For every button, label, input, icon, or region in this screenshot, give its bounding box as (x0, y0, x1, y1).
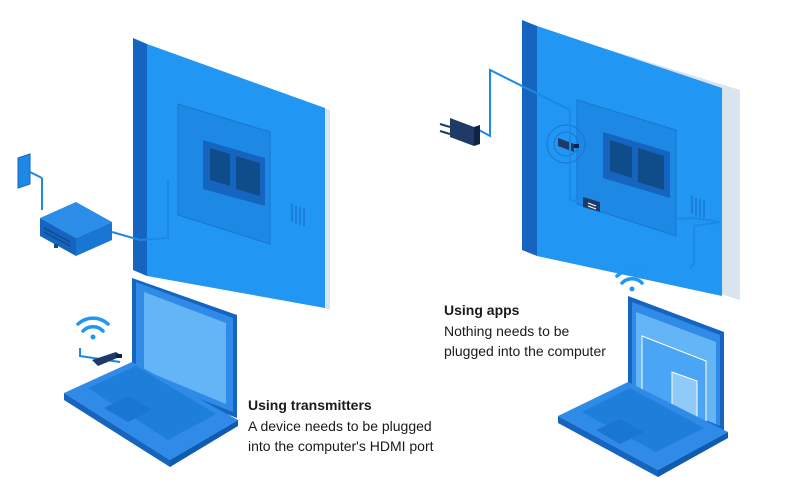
transmitter-plug (116, 354, 122, 358)
port-block (610, 140, 632, 178)
receiver-front (40, 218, 76, 256)
port-block (638, 148, 664, 190)
receiver-grille (43, 231, 71, 247)
laptop-deck-side (658, 432, 728, 477)
transmitter-dongle (79, 348, 122, 366)
wall-display-left (133, 38, 330, 310)
signal-ring (546, 124, 586, 164)
laptop-deck-edge (558, 416, 658, 477)
transmitters-caption: Using transmitters A device needs to be … (248, 397, 434, 456)
power-adapter-icon (439, 118, 480, 146)
laptop-keyboard (88, 366, 216, 440)
receiver-side (76, 222, 112, 256)
laptop-left (64, 278, 238, 467)
transmitters-description-line-1: A device needs to be plugged (248, 418, 432, 434)
laptop-keyboard (582, 388, 704, 452)
hdmi-cable-display (111, 180, 169, 242)
laptop-screen (144, 292, 226, 404)
receiver-grille (43, 227, 71, 243)
transmitters-heading: Using transmitters (248, 397, 372, 413)
display-edge (133, 38, 147, 276)
transmitters-description-line-2: into the computer's HDMI port (248, 438, 434, 454)
wall-display-right (522, 20, 740, 300)
apps-heading: Using apps (444, 302, 520, 318)
stick-plug (574, 144, 579, 148)
receiver-led (54, 244, 58, 248)
receiver-box (40, 202, 112, 256)
port-block (236, 156, 260, 196)
laptop-right (558, 296, 728, 477)
wifi-icon-right (615, 268, 649, 292)
vent-grille-icon (291, 204, 305, 226)
apps-description-line-2: plugged into the computer (444, 343, 606, 359)
receiver-module (583, 197, 600, 212)
module-cable (599, 207, 721, 269)
apps-caption: Using apps Nothing needs to be plugged i… (444, 302, 606, 361)
transmitter-body (92, 352, 122, 366)
vent-grille-icon (691, 196, 705, 218)
wall-socket-icon (17, 153, 43, 189)
laptop-touchpad (104, 396, 152, 422)
transmitter-setup (17, 38, 330, 467)
port-block (210, 148, 230, 186)
laptop-deck-edge (64, 393, 170, 467)
power-cable-right (478, 68, 584, 203)
apps-setup (439, 20, 740, 477)
laptop-touchpad (596, 419, 644, 444)
laptop-deck-side (170, 420, 238, 467)
wifi-icon-left (76, 316, 110, 340)
apps-description-line-1: Nothing needs to be (444, 323, 570, 339)
receiver-top (40, 202, 112, 238)
display-edge (522, 20, 537, 256)
